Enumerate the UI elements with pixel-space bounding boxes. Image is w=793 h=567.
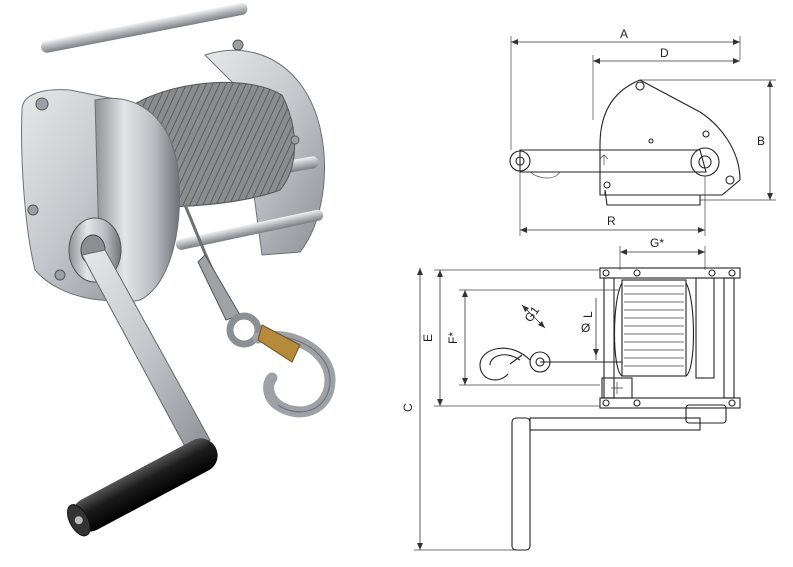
top-drum-coils (614, 279, 694, 377)
label-phi: Ø (581, 321, 590, 335)
frame-bolt-1 (702, 130, 710, 138)
side-plate-outline (599, 79, 741, 196)
bolt-3 (54, 269, 66, 281)
rope-thimble (197, 254, 241, 321)
bottom-tie-rod (175, 209, 324, 250)
direction-arrow (599, 154, 609, 165)
label-R: R (607, 214, 616, 228)
top-crank-arm (529, 417, 701, 431)
side-view-drawing: A D B R (509, 27, 776, 236)
frame-bolt-2 (725, 175, 735, 185)
hook-safety-latch (257, 324, 301, 363)
bolt-5 (290, 135, 300, 145)
ratchet-block (601, 377, 633, 399)
frame-bolt-3 (603, 181, 611, 189)
top-crank-grip (511, 417, 531, 551)
label-D: D (660, 46, 669, 60)
label-C: C (401, 403, 415, 412)
top-hook-latch (509, 354, 523, 365)
gear-shaft (695, 277, 715, 379)
bolt-1 (35, 97, 49, 111)
label-L: L (581, 311, 595, 318)
frame-hole (648, 138, 654, 144)
handle-hub (685, 404, 727, 424)
top-hook-inner (489, 354, 521, 366)
right-side-plate (723, 277, 735, 399)
top-view-drawing: G* G1 (401, 236, 741, 551)
pivot-bolt (635, 81, 645, 91)
crank-grip (67, 438, 218, 537)
label-F: F* (446, 332, 460, 344)
top-tie-rod (41, 2, 248, 53)
left-side-plate (603, 277, 615, 399)
label-G: G* (650, 236, 664, 250)
crank-arm (81, 249, 211, 453)
hook (226, 312, 336, 418)
winch-photo (21, 2, 336, 537)
side-crank-eye (509, 150, 531, 172)
label-A: A (620, 27, 628, 41)
bolt-4 (232, 39, 244, 51)
label-E: E (421, 334, 435, 342)
hook-eye (529, 351, 551, 373)
side-crank-arm (519, 149, 707, 173)
bolt-2 (27, 204, 39, 216)
handle-stub (529, 171, 561, 179)
base-foot (604, 189, 701, 206)
top-frame-bar (599, 267, 741, 279)
label-B: B (757, 134, 765, 148)
bottom-frame-bar (599, 397, 741, 409)
top-hook (479, 347, 531, 381)
